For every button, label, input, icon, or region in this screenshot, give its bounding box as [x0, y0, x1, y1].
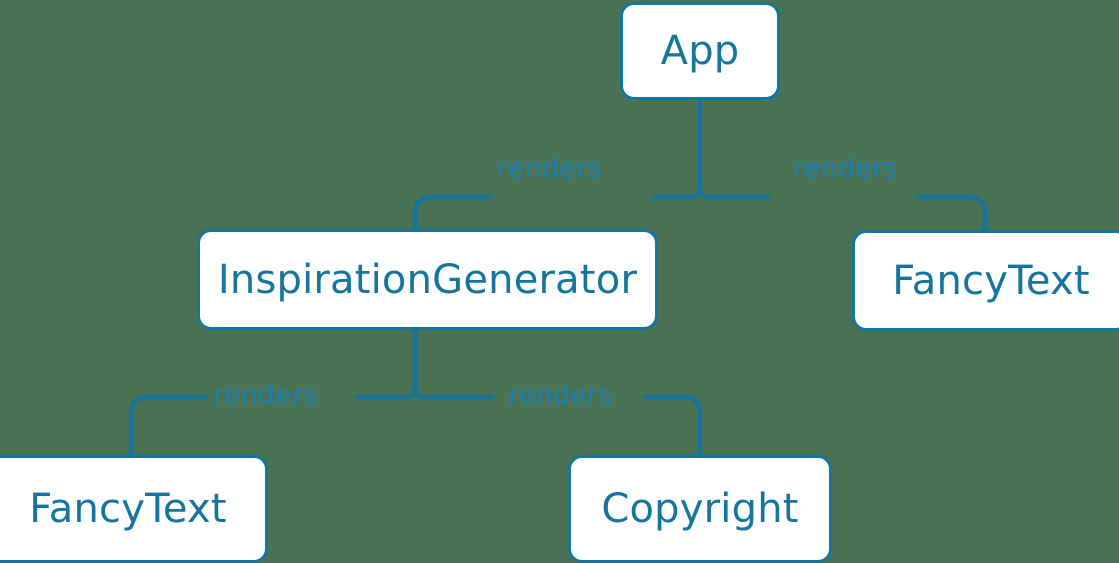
node-app-label: App	[660, 28, 740, 74]
node-fancy-text-right[interactable]: FancyText	[852, 230, 1119, 331]
edge-label-inspiration-generator-to-copyright: renders	[508, 380, 613, 411]
node-copyright[interactable]: Copyright	[568, 455, 832, 563]
edge-inspgen-stem	[412, 327, 427, 400]
node-fancy-text-bottom-label: FancyText	[29, 486, 227, 532]
node-fancy-text-bottom[interactable]: FancyText	[0, 455, 268, 563]
edge-label-app-to-fancy-text-right: renders	[793, 153, 898, 184]
edge-inspgen-stem-left	[403, 385, 418, 400]
edge-label-app-to-inspiration-generator: renders	[497, 153, 602, 184]
edge-inspgen-to-fancybottom-left	[128, 394, 208, 458]
edge-label-inspiration-generator-to-fancy-text-bottom: renders	[213, 380, 318, 411]
edge-app-to-inspgen-left	[412, 194, 492, 232]
edge-app-stem-left	[688, 185, 703, 200]
node-app[interactable]: App	[620, 2, 780, 100]
edge-inspgen-to-copyright-right	[642, 394, 703, 458]
node-inspiration-generator[interactable]: InspirationGenerator	[197, 229, 658, 330]
edge-app-to-fancyright-right	[915, 194, 988, 233]
edge-app-stem	[697, 96, 712, 200]
node-copyright-label: Copyright	[601, 486, 799, 532]
node-fancy-text-right-label: FancyText	[892, 257, 1090, 304]
node-inspiration-generator-label: InspirationGenerator	[217, 256, 638, 303]
